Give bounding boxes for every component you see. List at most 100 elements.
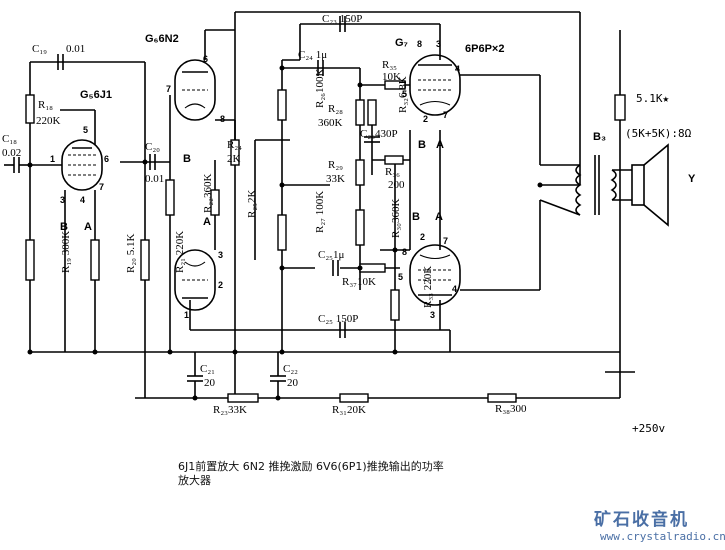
label-r21: R₂₁ 220K <box>174 231 186 273</box>
pin-label: A <box>435 211 443 223</box>
pin-label: 6 <box>104 154 109 164</box>
pin-label: 1 <box>50 154 55 164</box>
label-c20-val: 0.01 <box>145 173 164 185</box>
label-r24-name: R₂₄ <box>227 139 242 151</box>
label-c26: C₂₆430P <box>360 128 398 140</box>
tube-6n2-upper <box>174 59 216 121</box>
label-c22-name: C₂₂ <box>283 363 298 375</box>
label-r29-val: 33K <box>326 173 345 185</box>
tube-6j1 <box>61 139 103 191</box>
label-transformer: B₃ <box>593 131 606 143</box>
pin-label: 8 <box>220 114 225 124</box>
tube-label-v3-type: 6P6P×2 <box>465 43 504 55</box>
label-r36-val: 200 <box>388 179 405 191</box>
caption-line-2: 放大器 <box>178 474 211 487</box>
tube-6p6p-upper <box>409 54 461 116</box>
label-r38: R₃₈300 <box>495 403 527 415</box>
label-c18-name: C₁₈ <box>2 133 17 145</box>
label-r31: R₃₁20K <box>332 404 366 416</box>
label-r23-visible: R₂₃33K <box>213 404 247 416</box>
label-r35-val: 10K <box>382 71 401 83</box>
speaker-icon <box>631 143 669 227</box>
pin-label: 3 <box>60 195 65 205</box>
label-speaker: Y <box>688 173 696 185</box>
pin-label: 3 <box>436 39 441 49</box>
label-r35-name: R₃₅ <box>382 59 397 71</box>
pin-label: 8 <box>402 247 407 257</box>
pin-label: 3 <box>430 310 435 320</box>
caption-line-1: 6J1前置放大 6N2 推挽激励 6V6(6P1)推挽输出的功率 <box>178 460 444 473</box>
label-r24-val: 2K <box>227 153 241 165</box>
label-c19-val: 0.01 <box>66 43 85 55</box>
label-c21-val: 20 <box>204 377 216 389</box>
pin-label: B <box>60 221 68 233</box>
label-c18-val: 0.02 <box>2 147 21 159</box>
pin-label: B <box>412 211 420 223</box>
label-c20-name: C₂₀ <box>145 141 160 153</box>
label-c22-val: 20 <box>287 377 299 389</box>
pin-label: A <box>84 221 92 233</box>
pin-label: A <box>203 216 211 228</box>
pin-label: 2 <box>423 114 428 124</box>
pin-label: 5 <box>402 89 407 99</box>
label-r36-name: R₃₆ <box>385 166 400 178</box>
output-transformer <box>539 155 632 216</box>
pin-label: 6 <box>203 54 208 64</box>
pin-label: B <box>183 153 191 165</box>
pin-label: 8 <box>417 39 422 49</box>
pin-label: 3 <box>218 250 223 260</box>
label-r-out: 5.1K★ <box>636 92 669 105</box>
pin-label: 7 <box>443 236 448 246</box>
pin-label: 5 <box>83 125 88 135</box>
label-c25a: C₂₅1μ <box>318 249 345 261</box>
pin-label: A <box>436 139 444 151</box>
wiring <box>29 11 621 399</box>
pin-label: 2 <box>218 280 223 290</box>
label-r26: R₂₆100K <box>314 68 326 108</box>
pin-label: 2 <box>420 232 425 242</box>
watermark-url: www.crystalradio.cn <box>600 530 725 543</box>
pin-label: 7 <box>166 84 171 94</box>
tube-label-v2: G₆6N2 <box>145 33 179 45</box>
label-r20: R₂₀ 5.1K <box>125 233 137 273</box>
label-r27: R₂₇ 100K <box>314 191 326 233</box>
pin-label: 7 <box>99 182 104 192</box>
pin-label: 5 <box>398 272 403 282</box>
tube-6p6p-lower <box>409 244 461 306</box>
resistors <box>25 80 626 403</box>
labels: G₅6J1 G₆6N2 G₇ 6P6P×2 C₁₈ 0.02 C₁₉ 0.01 … <box>2 13 696 435</box>
junction-dots <box>27 65 543 401</box>
pin-label: B <box>418 139 426 151</box>
label-r30: R₃₀360K <box>390 198 402 238</box>
label-r19: R₁₉ 300K <box>60 231 72 273</box>
label-r32: R₃₂6.8K <box>397 76 409 113</box>
pin-label: 1 <box>184 310 189 320</box>
pin-label: 4 <box>452 284 457 294</box>
label-r25: R₂₅2K <box>246 189 258 218</box>
pin-label: 7 <box>443 110 448 120</box>
label-c25b: C₂₅ 150P <box>318 313 358 325</box>
tube-6n2-lower <box>174 249 216 311</box>
label-supply: +250v <box>632 422 665 435</box>
label-c21-name: C₂₁ <box>200 363 215 375</box>
label-r18-name: R₁₈ <box>38 99 53 111</box>
tube-label-v3: G₇ <box>395 37 408 49</box>
pin-label: 4 <box>455 64 460 74</box>
label-r29-name: R₂₉ <box>328 159 343 171</box>
tube-label-v1: G₅6J1 <box>80 89 112 101</box>
label-r33: R₃₃ 220K <box>422 266 434 308</box>
capacitors <box>4 16 380 398</box>
pin-label: 4 <box>80 195 85 205</box>
label-r22: R₂₂360K <box>202 173 214 213</box>
label-speaker-imp: (5K+5K):8Ω <box>625 127 692 140</box>
label-c19-name: C₁₉ <box>32 43 47 55</box>
label-r28-val: 360K <box>318 117 343 129</box>
label-r28-name: R₂₈ <box>328 103 343 115</box>
label-c24: C₂₄ 1μ <box>298 49 327 61</box>
label-r37: R₃₇10K <box>342 276 376 288</box>
label-r18-val: 220K <box>36 115 61 127</box>
watermark-cn: 矿石收音机 <box>594 510 689 530</box>
figure-caption: 6J1前置放大 6N2 推挽激励 6V6(6P1)推挽输出的功率 放大器 <box>178 460 538 488</box>
label-c23: C₂₃ 150P <box>322 13 362 25</box>
